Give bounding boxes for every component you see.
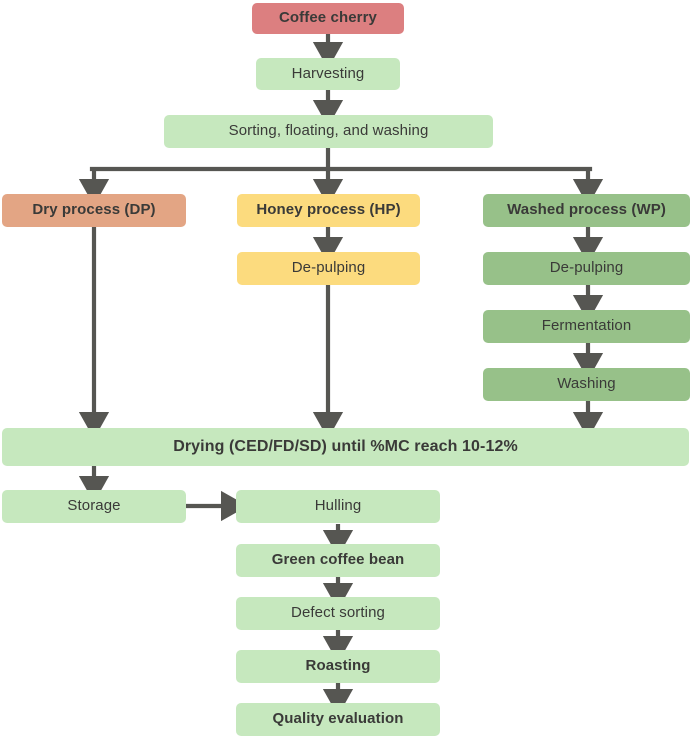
node-fermentation[interactable]: Fermentation	[483, 310, 690, 343]
node-green-coffee-bean[interactable]: Green coffee bean	[236, 544, 440, 577]
node-washed-depulping-label: De-pulping	[549, 259, 624, 277]
node-washed-process-label: Washed process (WP)	[507, 201, 666, 219]
node-harvesting-label: Harvesting	[291, 64, 365, 82]
node-quality-evaluation[interactable]: Quality evaluation	[236, 703, 440, 736]
node-coffee-cherry[interactable]: Coffee cherry	[252, 3, 404, 34]
node-dry-process[interactable]: Dry process (DP)	[2, 194, 186, 227]
node-honey-process-label: Honey process (HP)	[256, 201, 401, 219]
node-drying-label: Drying (CED/FD/SD) until %MC reach 10-12…	[173, 438, 518, 456]
node-defect-sorting[interactable]: Defect sorting	[236, 597, 440, 630]
node-honey-depulping-label: De-pulping	[291, 259, 366, 277]
node-drying[interactable]: Drying (CED/FD/SD) until %MC reach 10-12…	[2, 428, 689, 466]
node-defect-sorting-label: Defect sorting	[291, 604, 385, 622]
node-hulling-label: Hulling	[314, 497, 362, 515]
node-washing[interactable]: Washing	[483, 368, 690, 401]
node-roasting[interactable]: Roasting	[236, 650, 440, 683]
node-hulling[interactable]: Hulling	[236, 490, 440, 523]
node-green-coffee-bean-label: Green coffee bean	[271, 551, 405, 569]
node-storage[interactable]: Storage	[2, 490, 186, 523]
node-fermentation-label: Fermentation	[541, 317, 632, 335]
node-washed-process[interactable]: Washed process (WP)	[483, 194, 690, 227]
node-sorting-floating-washing[interactable]: Sorting, floating, and washing	[164, 115, 493, 148]
node-washed-depulping[interactable]: De-pulping	[483, 252, 690, 285]
node-honey-depulping[interactable]: De-pulping	[237, 252, 420, 285]
node-roasting-label: Roasting	[305, 657, 371, 675]
node-storage-label: Storage	[67, 497, 121, 515]
node-washing-label: Washing	[557, 375, 616, 393]
node-quality-evaluation-label: Quality evaluation	[272, 710, 404, 728]
node-dry-process-label: Dry process (DP)	[32, 201, 156, 219]
node-harvesting[interactable]: Harvesting	[256, 58, 400, 90]
node-sorting-floating-washing-label: Sorting, floating, and washing	[228, 122, 429, 140]
node-honey-process[interactable]: Honey process (HP)	[237, 194, 420, 227]
node-coffee-cherry-label: Coffee cherry	[278, 9, 377, 27]
